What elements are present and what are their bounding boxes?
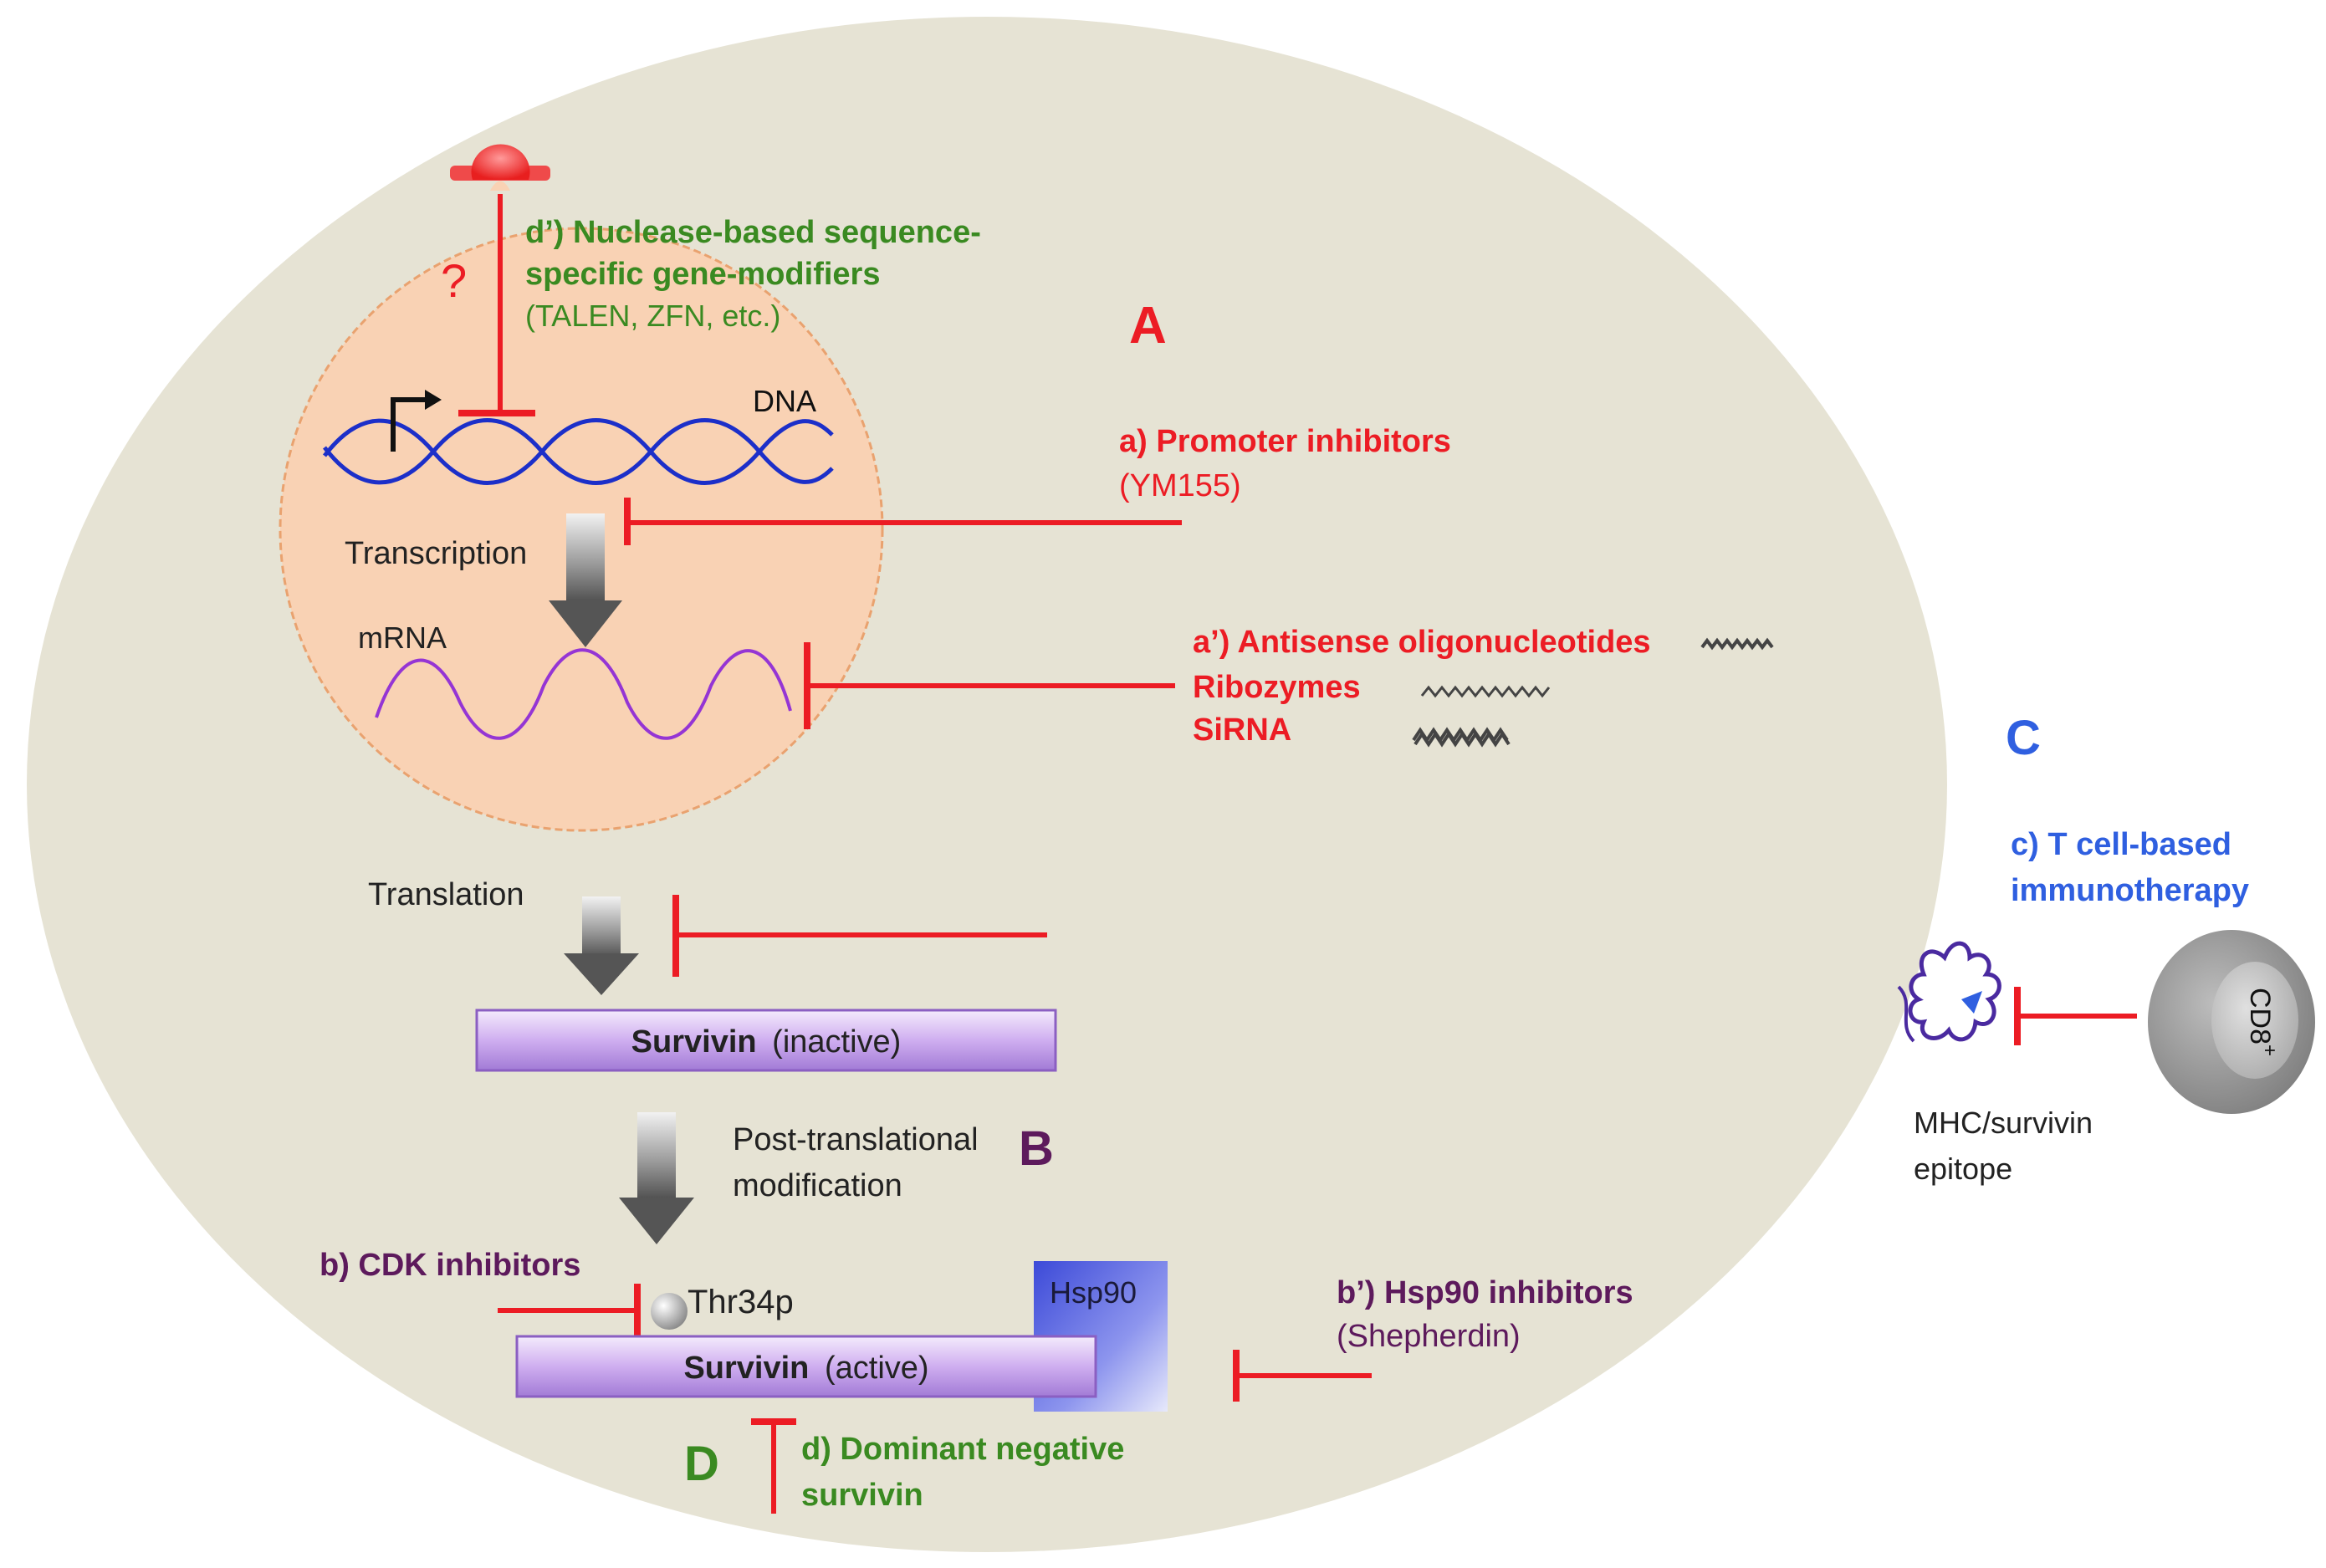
target-d-line2: survivin: [801, 1478, 923, 1513]
mrna-label: mRNA: [358, 621, 447, 655]
target-aprime-line1: a’) Antisense oligonucleotides: [1193, 625, 1651, 660]
thr34p-label: Thr34p: [688, 1284, 794, 1320]
survivin-active-state: (active): [825, 1351, 929, 1386]
cd8-label-main: CD8: [2244, 988, 2276, 1044]
cd8-label: CD8+: [2244, 988, 2281, 1056]
mhc-epitope-icon: [1897, 941, 2001, 1043]
translation-label: Translation: [368, 877, 524, 912]
dominant-negative-inhibition-line: [751, 1418, 796, 1514]
transcription-arrow: [549, 513, 622, 647]
sirna-icon: [1412, 727, 1511, 748]
dprime-title-line2: specific gene-modifiers: [525, 257, 880, 292]
section-letter-c: C: [2006, 711, 2041, 765]
target-c-line2: immunotherapy: [2011, 873, 2249, 908]
target-aprime-line2: Ribozymes: [1193, 670, 1361, 705]
ptm-arrow: [619, 1112, 694, 1244]
survivin-inactive-name: Survivin: [631, 1024, 757, 1060]
translation-arrow: [564, 896, 639, 995]
mhc-label-line2: epitope: [1914, 1152, 2012, 1186]
cd8-tcell-icon: [2148, 930, 2315, 1114]
mhc-label-line1: MHC/survivin: [1914, 1106, 2093, 1140]
translation-inhibition-line: [672, 895, 1047, 977]
mrna-strand: [375, 648, 792, 740]
target-aprime-line3: SiRNA: [1193, 712, 1291, 748]
survivin-inactive-label: Survivin (inactive): [631, 1024, 902, 1060]
cdk-inhibition-line: [498, 1284, 641, 1336]
transcription-label: Transcription: [345, 536, 527, 571]
promoter-inhibition-line: [624, 498, 1182, 545]
target-bprime-title: b’) Hsp90 inhibitors: [1337, 1275, 1633, 1310]
dna-helix: [323, 418, 834, 485]
ptm-line2: modification: [733, 1168, 902, 1203]
survivin-active-bar: [515, 1335, 1097, 1398]
section-letter-a: A: [1129, 297, 1167, 355]
cd8-label-sup: +: [2258, 1044, 2281, 1056]
promoter-arrow-icon: [391, 390, 442, 452]
nuclease-inhibition-line: [458, 194, 535, 416]
cell-body: [27, 17, 1947, 1552]
hsp90-label: Hsp90: [1050, 1275, 1137, 1310]
antisense-oligo-icon: [1700, 637, 1774, 651]
phospho-site-icon: [651, 1293, 688, 1330]
hsp90-inhibition-line: [1233, 1350, 1372, 1402]
dna-label: DNA: [753, 384, 816, 418]
target-d-line1: d) Dominant negative: [801, 1432, 1124, 1467]
survivin-active-label: Survivin (active): [683, 1351, 928, 1386]
section-letter-d: D: [684, 1437, 719, 1491]
mrna-inhibition-line: [804, 642, 1175, 729]
ptm-line1: Post-translational: [733, 1122, 979, 1157]
dprime-examples: (TALEN, ZFN, etc.): [525, 299, 780, 333]
target-b-title: b) CDK inhibitors: [320, 1248, 580, 1283]
tcell-inhibition-line: [2014, 987, 2137, 1045]
target-c-line1: c) T cell-based: [2011, 827, 2231, 862]
dprime-title-line1: d’) Nuclease-based sequence-: [525, 215, 981, 250]
ribozyme-icon: [1420, 685, 1551, 698]
survivin-inactive-bar: [475, 1009, 1057, 1072]
target-bprime-drug: (Shepherdin): [1337, 1319, 1521, 1354]
target-a-title: a) Promoter inhibitors: [1119, 424, 1451, 459]
nuclease-icon: [450, 144, 550, 191]
survivin-inactive-state: (inactive): [772, 1024, 901, 1060]
target-a-drug: (YM155): [1119, 468, 1241, 503]
uncertain-mark: ?: [441, 254, 467, 307]
section-letter-b: B: [1019, 1121, 1054, 1176]
survivin-active-name: Survivin: [683, 1351, 809, 1386]
